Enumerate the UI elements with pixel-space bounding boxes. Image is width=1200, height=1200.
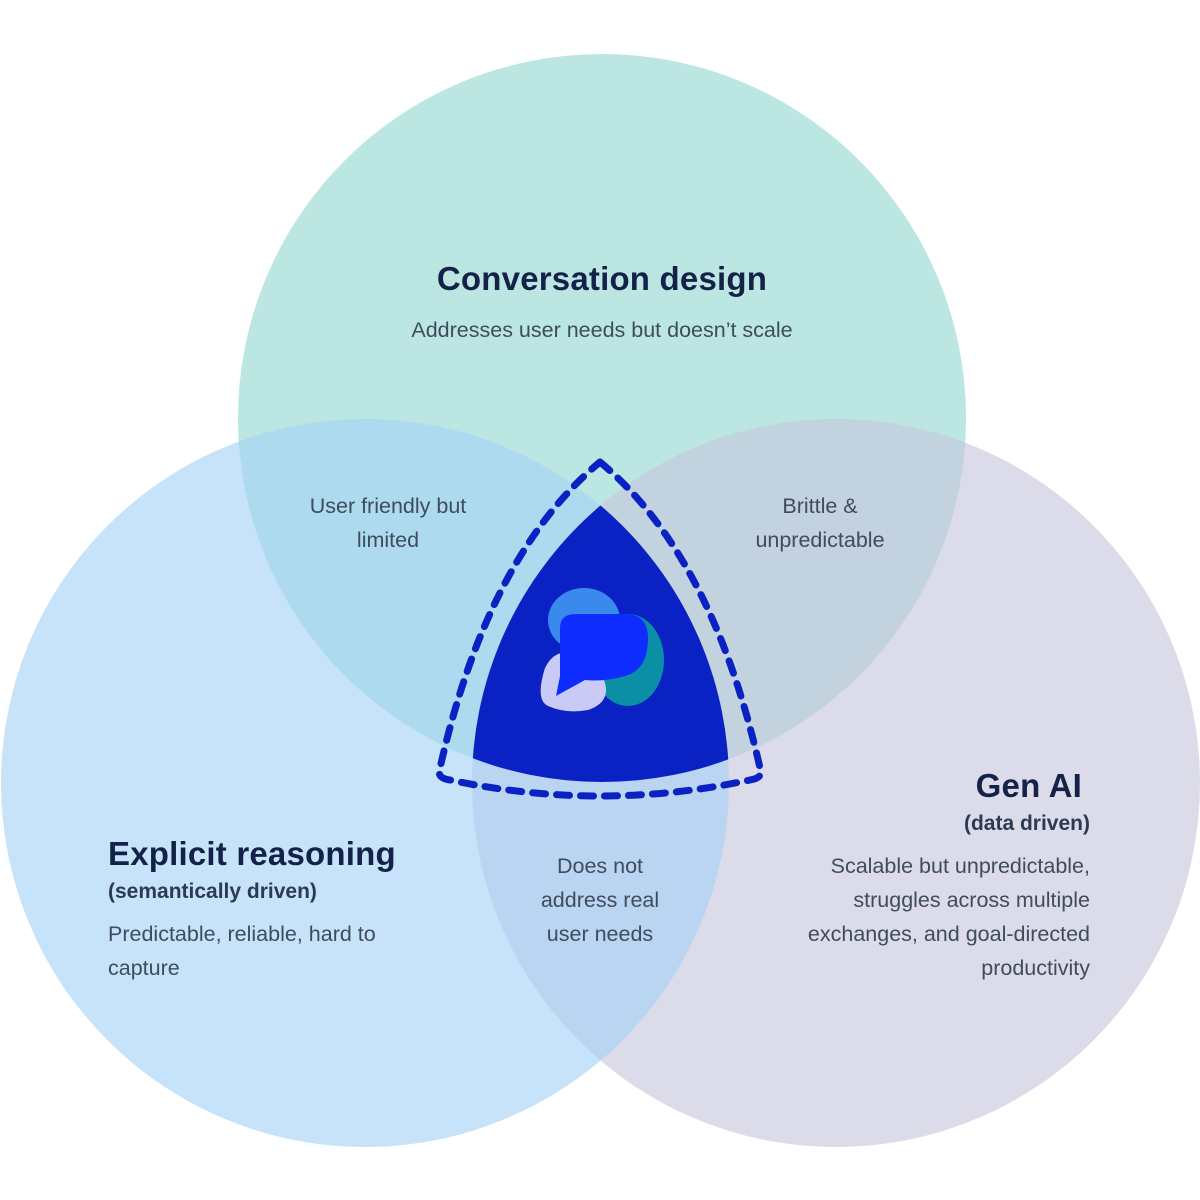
overlap-left-right-label: Does not address real user needs — [480, 849, 720, 951]
conversation-design-description: Addresses user needs but doesn’t scale — [411, 318, 793, 342]
overlap-top-left-label: User friendly but limited — [268, 489, 508, 557]
overlap-top-right-label: Brittle & unpredictable — [700, 489, 940, 557]
gen-ai-title: Gen AI — [975, 767, 1082, 804]
explicit-reasoning-line-1: Predictable, reliable, hard to — [108, 922, 376, 946]
chat-bubbles-logo-icon — [540, 588, 664, 712]
center-dashed-outline — [435, 458, 765, 800]
overlap-left-right-line-2: address real — [540, 888, 660, 912]
overlap-top-left-line-2: limited — [356, 528, 420, 552]
conversation-design-title: Conversation design — [436, 260, 768, 297]
overlap-left-right-line-3: user needs — [546, 922, 654, 946]
gen-ai-description: Scalable but unpredictable, struggles ac… — [720, 849, 1090, 985]
center-intersection — [472, 419, 729, 782]
overlap-left-right-line-1: Does not — [556, 854, 644, 878]
gen-ai-line-1: Scalable but unpredictable, — [830, 854, 1090, 878]
explicit-reasoning-line-2: capture — [108, 956, 180, 980]
overlap-top-left-line-1: User friendly but — [309, 494, 467, 518]
gen-ai-line-3: exchanges, and goal-directed — [807, 922, 1090, 946]
gen-ai-line-2: struggles across multiple — [853, 888, 1090, 912]
overlap-top-right-line-1: Brittle & — [782, 494, 858, 518]
explicit-reasoning-subtitle: (semantically driven) — [108, 880, 317, 903]
gen-ai-line-4: productivity — [981, 956, 1090, 980]
overlap-top-right-line-2: unpredictable — [755, 528, 885, 552]
gen-ai-subtitle: (data driven) — [963, 812, 1090, 835]
explicit-reasoning-title: Explicit reasoning — [108, 835, 396, 872]
explicit-reasoning-description: Predictable, reliable, hard to capture — [108, 917, 528, 985]
